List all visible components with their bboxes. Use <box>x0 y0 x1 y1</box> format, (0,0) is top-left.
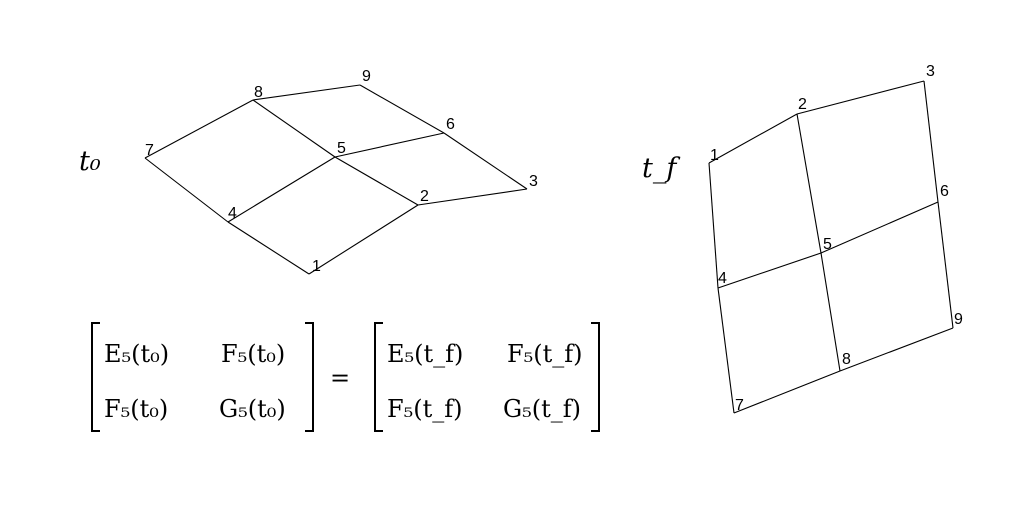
left-node-label-6: 6 <box>446 116 455 133</box>
left-node-label-7: 7 <box>145 142 154 159</box>
left-matrix-cell-2-2: G₅(t₀) <box>219 395 286 423</box>
left-edge-3-2 <box>417 188 528 206</box>
left-time-label: t₀ <box>79 146 101 177</box>
right-node-label-6: 6 <box>940 183 949 200</box>
left-mesh-edges <box>144 84 528 275</box>
right-edge-5-6 <box>820 201 939 254</box>
left-edge-9-6 <box>359 84 445 134</box>
equals-sign: = <box>330 364 350 392</box>
right-node-label-3: 3 <box>926 63 935 80</box>
left-edge-8-5 <box>252 99 336 158</box>
right-node-label-8: 8 <box>842 351 851 368</box>
left-node-label-9: 9 <box>362 68 371 85</box>
right-edge-7-4 <box>717 287 735 414</box>
right-node-label-1: 1 <box>710 147 719 164</box>
right-matrix-close-bracket <box>591 322 600 432</box>
right-node-label-5: 5 <box>823 236 832 253</box>
right-edge-9-8 <box>839 327 954 372</box>
left-matrix-open-bracket <box>91 322 100 432</box>
left-mesh: 1 2 3 4 5 6 7 8 9 <box>144 68 538 275</box>
right-node-label-9: 9 <box>954 311 963 328</box>
left-node-label-1: 1 <box>312 258 321 275</box>
left-node-label-3: 3 <box>529 173 538 190</box>
right-edge-4-1 <box>708 162 719 289</box>
right-edge-6-9 <box>937 201 954 329</box>
right-edge-2-5 <box>796 113 822 254</box>
right-edge-1-2 <box>708 113 798 164</box>
right-matrix-cell-2-2: G₅(t_f) <box>503 395 581 423</box>
left-edge-7-8 <box>144 99 254 159</box>
left-edge-4-5 <box>227 156 336 223</box>
right-matrix-cell-1-2: F₅(t_f) <box>507 340 583 368</box>
metric-equation: E₅(t₀) F₅(t₀) F₅(t₀) G₅(t₀) = E₅(t_f) F₅… <box>91 322 600 432</box>
right-mesh-edges <box>708 80 954 414</box>
right-edge-5-8 <box>820 252 841 372</box>
right-edge-3-6 <box>923 80 939 203</box>
left-edge-6-3 <box>443 132 528 190</box>
right-matrix-open-bracket <box>374 322 383 432</box>
right-node-label-4: 4 <box>718 270 727 287</box>
right-matrix-cell-1-1: E₅(t_f) <box>387 340 463 368</box>
left-node-label-2: 2 <box>420 188 429 205</box>
left-edge-5-2 <box>334 156 419 206</box>
left-node-label-4: 4 <box>228 205 237 222</box>
right-time-label-text: t_f <box>642 153 680 184</box>
right-matrix-cell-2-1: F₅(t_f) <box>387 395 463 423</box>
right-node-label-2: 2 <box>798 96 807 113</box>
left-node-label-8: 8 <box>254 84 263 101</box>
left-node-label-5: 5 <box>337 140 346 157</box>
left-matrix-cell-1-2: F₅(t₀) <box>221 340 285 368</box>
right-time-label: t_f <box>642 153 680 184</box>
right-mesh: 1 2 3 4 5 6 7 8 9 <box>708 63 963 414</box>
right-edge-8-7 <box>733 370 841 414</box>
left-mesh-node-labels: 1 2 3 4 5 6 7 8 9 <box>145 68 538 275</box>
right-mesh-node-labels: 1 2 3 4 5 6 7 8 9 <box>710 63 963 414</box>
left-matrix-close-bracket <box>305 322 314 432</box>
left-edge-1-4 <box>227 221 310 275</box>
left-edge-5-6 <box>334 132 445 158</box>
right-edge-2-3 <box>796 80 925 115</box>
left-matrix-cell-2-1: F₅(t₀) <box>104 395 168 423</box>
right-edge-4-5 <box>717 252 822 289</box>
right-node-label-7: 7 <box>735 397 744 414</box>
left-edge-8-9 <box>252 84 361 101</box>
left-edge-2-1 <box>308 204 419 275</box>
left-edge-4-7 <box>144 157 229 223</box>
left-matrix-cell-1-1: E₅(t₀) <box>104 340 169 368</box>
